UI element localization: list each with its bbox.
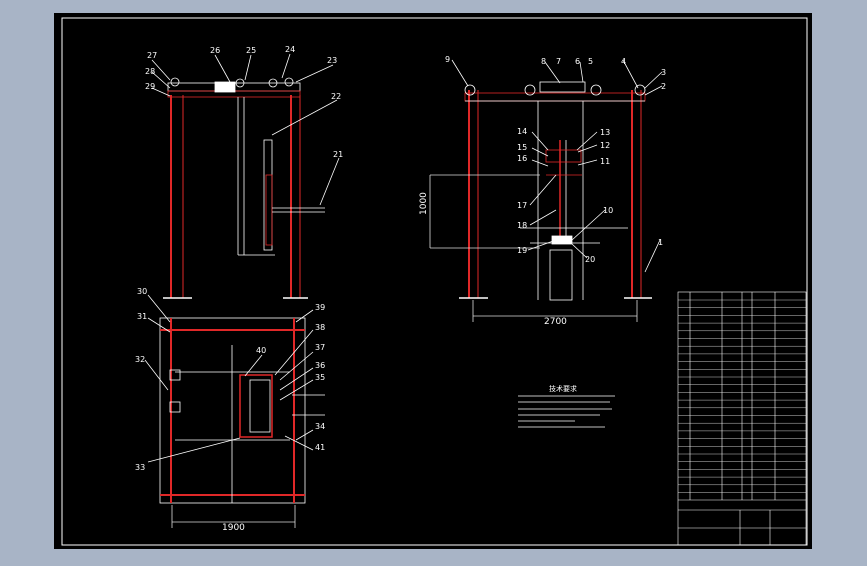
carriage-red xyxy=(265,174,273,246)
dim-1900: 1900 xyxy=(222,523,245,533)
label-37: 37 xyxy=(315,343,325,352)
label-15: 15 xyxy=(517,143,527,152)
label-38: 38 xyxy=(315,323,325,332)
label-21: 21 xyxy=(333,150,343,159)
label-23: 23 xyxy=(327,56,337,65)
label-16: 16 xyxy=(517,154,527,163)
label-29: 29 xyxy=(145,82,155,91)
label-11: 11 xyxy=(600,157,610,166)
drawing-border xyxy=(61,17,808,546)
label-26: 26 xyxy=(210,46,220,55)
label-2: 2 xyxy=(661,82,666,91)
label-40: 40 xyxy=(256,346,266,355)
pulley-left xyxy=(170,77,180,87)
label-25: 25 xyxy=(246,46,256,55)
motor-block xyxy=(214,81,236,93)
label-19: 19 xyxy=(517,246,527,255)
label-4: 4 xyxy=(621,57,626,66)
pulley-right xyxy=(284,77,294,87)
plan-outline xyxy=(159,317,306,504)
label-17: 17 xyxy=(517,201,527,210)
pulley-mid xyxy=(235,78,245,88)
title-block xyxy=(677,291,807,546)
dim-2700: 2700 xyxy=(544,317,567,327)
label-14: 14 xyxy=(517,127,527,136)
drawing-sheet xyxy=(54,13,812,549)
part-labels: 27 26 25 24 23 28 29 22 21 30 31 32 33 3… xyxy=(135,45,666,533)
label-8: 8 xyxy=(541,57,546,66)
label-1: 1 xyxy=(658,238,663,247)
label-31: 31 xyxy=(137,312,147,321)
carriage-plan xyxy=(239,374,273,438)
label-12: 12 xyxy=(600,141,610,150)
label-32: 32 xyxy=(135,355,145,364)
pulley-mid2 xyxy=(268,78,278,88)
label-6: 6 xyxy=(575,57,580,66)
label-33: 33 xyxy=(135,463,145,472)
label-22: 22 xyxy=(331,92,341,101)
label-10: 10 xyxy=(603,206,613,215)
label-5: 5 xyxy=(588,57,593,66)
label-39: 39 xyxy=(315,303,325,312)
label-7: 7 xyxy=(556,57,561,66)
left-plan-view xyxy=(144,294,325,528)
right-front-elevation xyxy=(429,59,663,322)
label-30: 30 xyxy=(137,287,147,296)
label-34: 34 xyxy=(315,422,325,431)
notes-title: 技术要求 xyxy=(549,384,577,393)
label-41: 41 xyxy=(315,443,325,452)
label-9: 9 xyxy=(445,55,450,64)
label-18: 18 xyxy=(517,221,527,230)
label-36: 36 xyxy=(315,361,325,370)
label-28: 28 xyxy=(145,67,155,76)
notes-lines xyxy=(518,395,615,428)
label-24: 24 xyxy=(285,45,295,54)
title-block-rows xyxy=(678,299,806,493)
left-side-elevation xyxy=(151,53,340,299)
label-3: 3 xyxy=(661,68,666,77)
label-20: 20 xyxy=(585,255,595,264)
label-27: 27 xyxy=(147,51,157,60)
label-13: 13 xyxy=(600,128,610,137)
dim-1000: 1000 xyxy=(419,192,429,215)
label-35: 35 xyxy=(315,373,325,382)
